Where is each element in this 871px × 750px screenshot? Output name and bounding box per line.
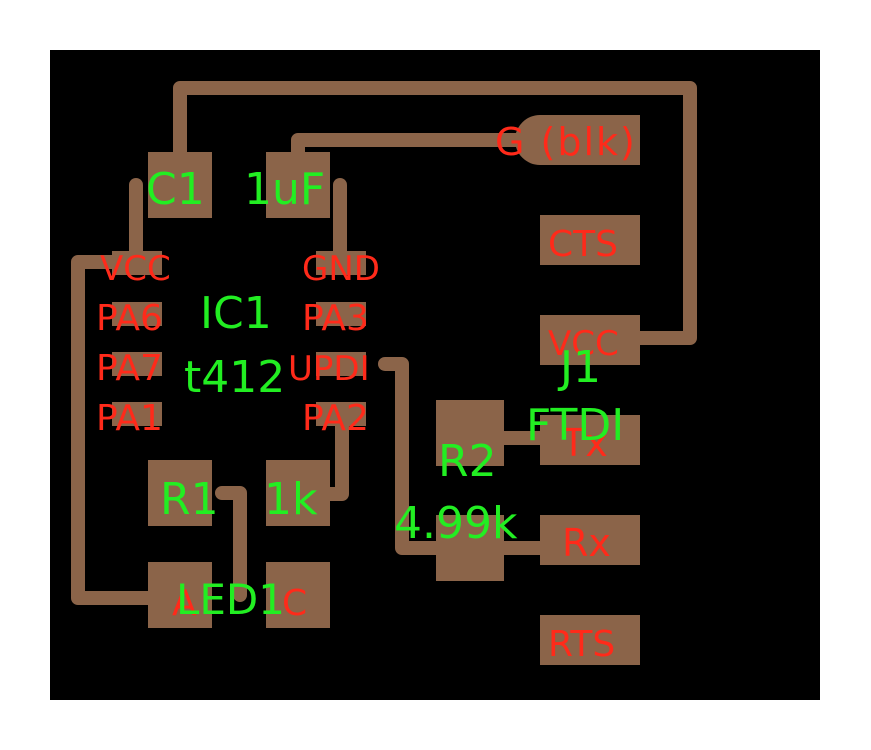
c1-ref-label: C1	[146, 164, 205, 215]
pin-label-pa2: PA2	[302, 398, 369, 439]
ftdi-pad-tx	[540, 415, 640, 465]
ic1-ref-label: IC1	[200, 288, 272, 339]
component-labels: C1 1uF IC1 t412 R1 1k LED1 R2 4.99k J1 F…	[146, 164, 624, 624]
led1-pad-cathode	[266, 562, 330, 628]
pin-label-pa1: PA1	[96, 398, 163, 439]
ic1-pad-gnd	[316, 251, 366, 275]
ftdi-pad-vcc	[540, 315, 640, 365]
ftdi-label-cts: CTS	[548, 224, 618, 265]
r2-ref-label: R2	[438, 436, 497, 487]
trace-vcc-ftdi	[173, 81, 697, 345]
led1-ref-label: LED1	[176, 575, 285, 624]
trace-updi-r2	[378, 357, 475, 555]
ic1-pad-pa6	[112, 302, 162, 326]
ftdi-label-rts: RTS	[548, 624, 615, 665]
c1-pad-2	[266, 152, 330, 218]
j1-value-label: FTDI	[526, 400, 624, 451]
pads	[112, 115, 640, 665]
led1-pad-anode	[148, 562, 212, 628]
pin-labels: VCC PA6 PA7 PA1 GND PA3 UPDI PA2 A C G (…	[96, 120, 637, 665]
ic1-pad-vcc	[112, 251, 162, 275]
pin-label-pa6: PA6	[96, 298, 163, 339]
r1-ref-label: R1	[160, 474, 219, 525]
led1-anode-label: A	[172, 583, 197, 624]
ftdi-label-vcc: VCC	[548, 324, 619, 364]
ic1-pad-pa3	[316, 302, 366, 326]
r2-value-label: 4.99k	[394, 498, 518, 549]
ftdi-label-tx: Tx	[561, 421, 608, 465]
trace-vcc-led	[71, 255, 187, 605]
c1-pad-1	[148, 152, 212, 218]
ftdi-pad-cts	[540, 215, 640, 265]
r1-pad-2	[266, 460, 330, 526]
r2-pad-1	[436, 400, 504, 466]
pin-label-vcc: VCC	[100, 249, 171, 289]
ic1-pad-pa1	[112, 402, 162, 426]
ftdi-label-rx: Rx	[562, 521, 611, 565]
c1-value-label: 1uF	[244, 164, 325, 215]
ic1-pad-updi	[316, 352, 366, 376]
ftdi-label-gnd: G (blk)	[495, 120, 637, 164]
pin-label-gnd: GND	[302, 249, 380, 289]
j1-ref-label: J1	[557, 342, 601, 393]
ic1-pad-pa7	[112, 352, 162, 376]
r1-pad-1	[148, 460, 212, 526]
ic1-pad-pa2	[316, 402, 366, 426]
pin-label-pa3: PA3	[302, 298, 369, 339]
r1-value-label: 1k	[264, 474, 318, 525]
ftdi-pad-rts	[540, 615, 640, 665]
ic1-value-label: t412	[184, 352, 285, 403]
ftdi-pad-rx	[540, 515, 640, 565]
trace-r1-led	[215, 486, 247, 602]
r2-pad-2	[436, 515, 504, 581]
led1-cathode-label: C	[282, 583, 307, 624]
pin-label-updi: UPDI	[288, 349, 370, 389]
pin-label-pa7: PA7	[96, 348, 163, 389]
ftdi-pad-gnd	[515, 115, 640, 165]
